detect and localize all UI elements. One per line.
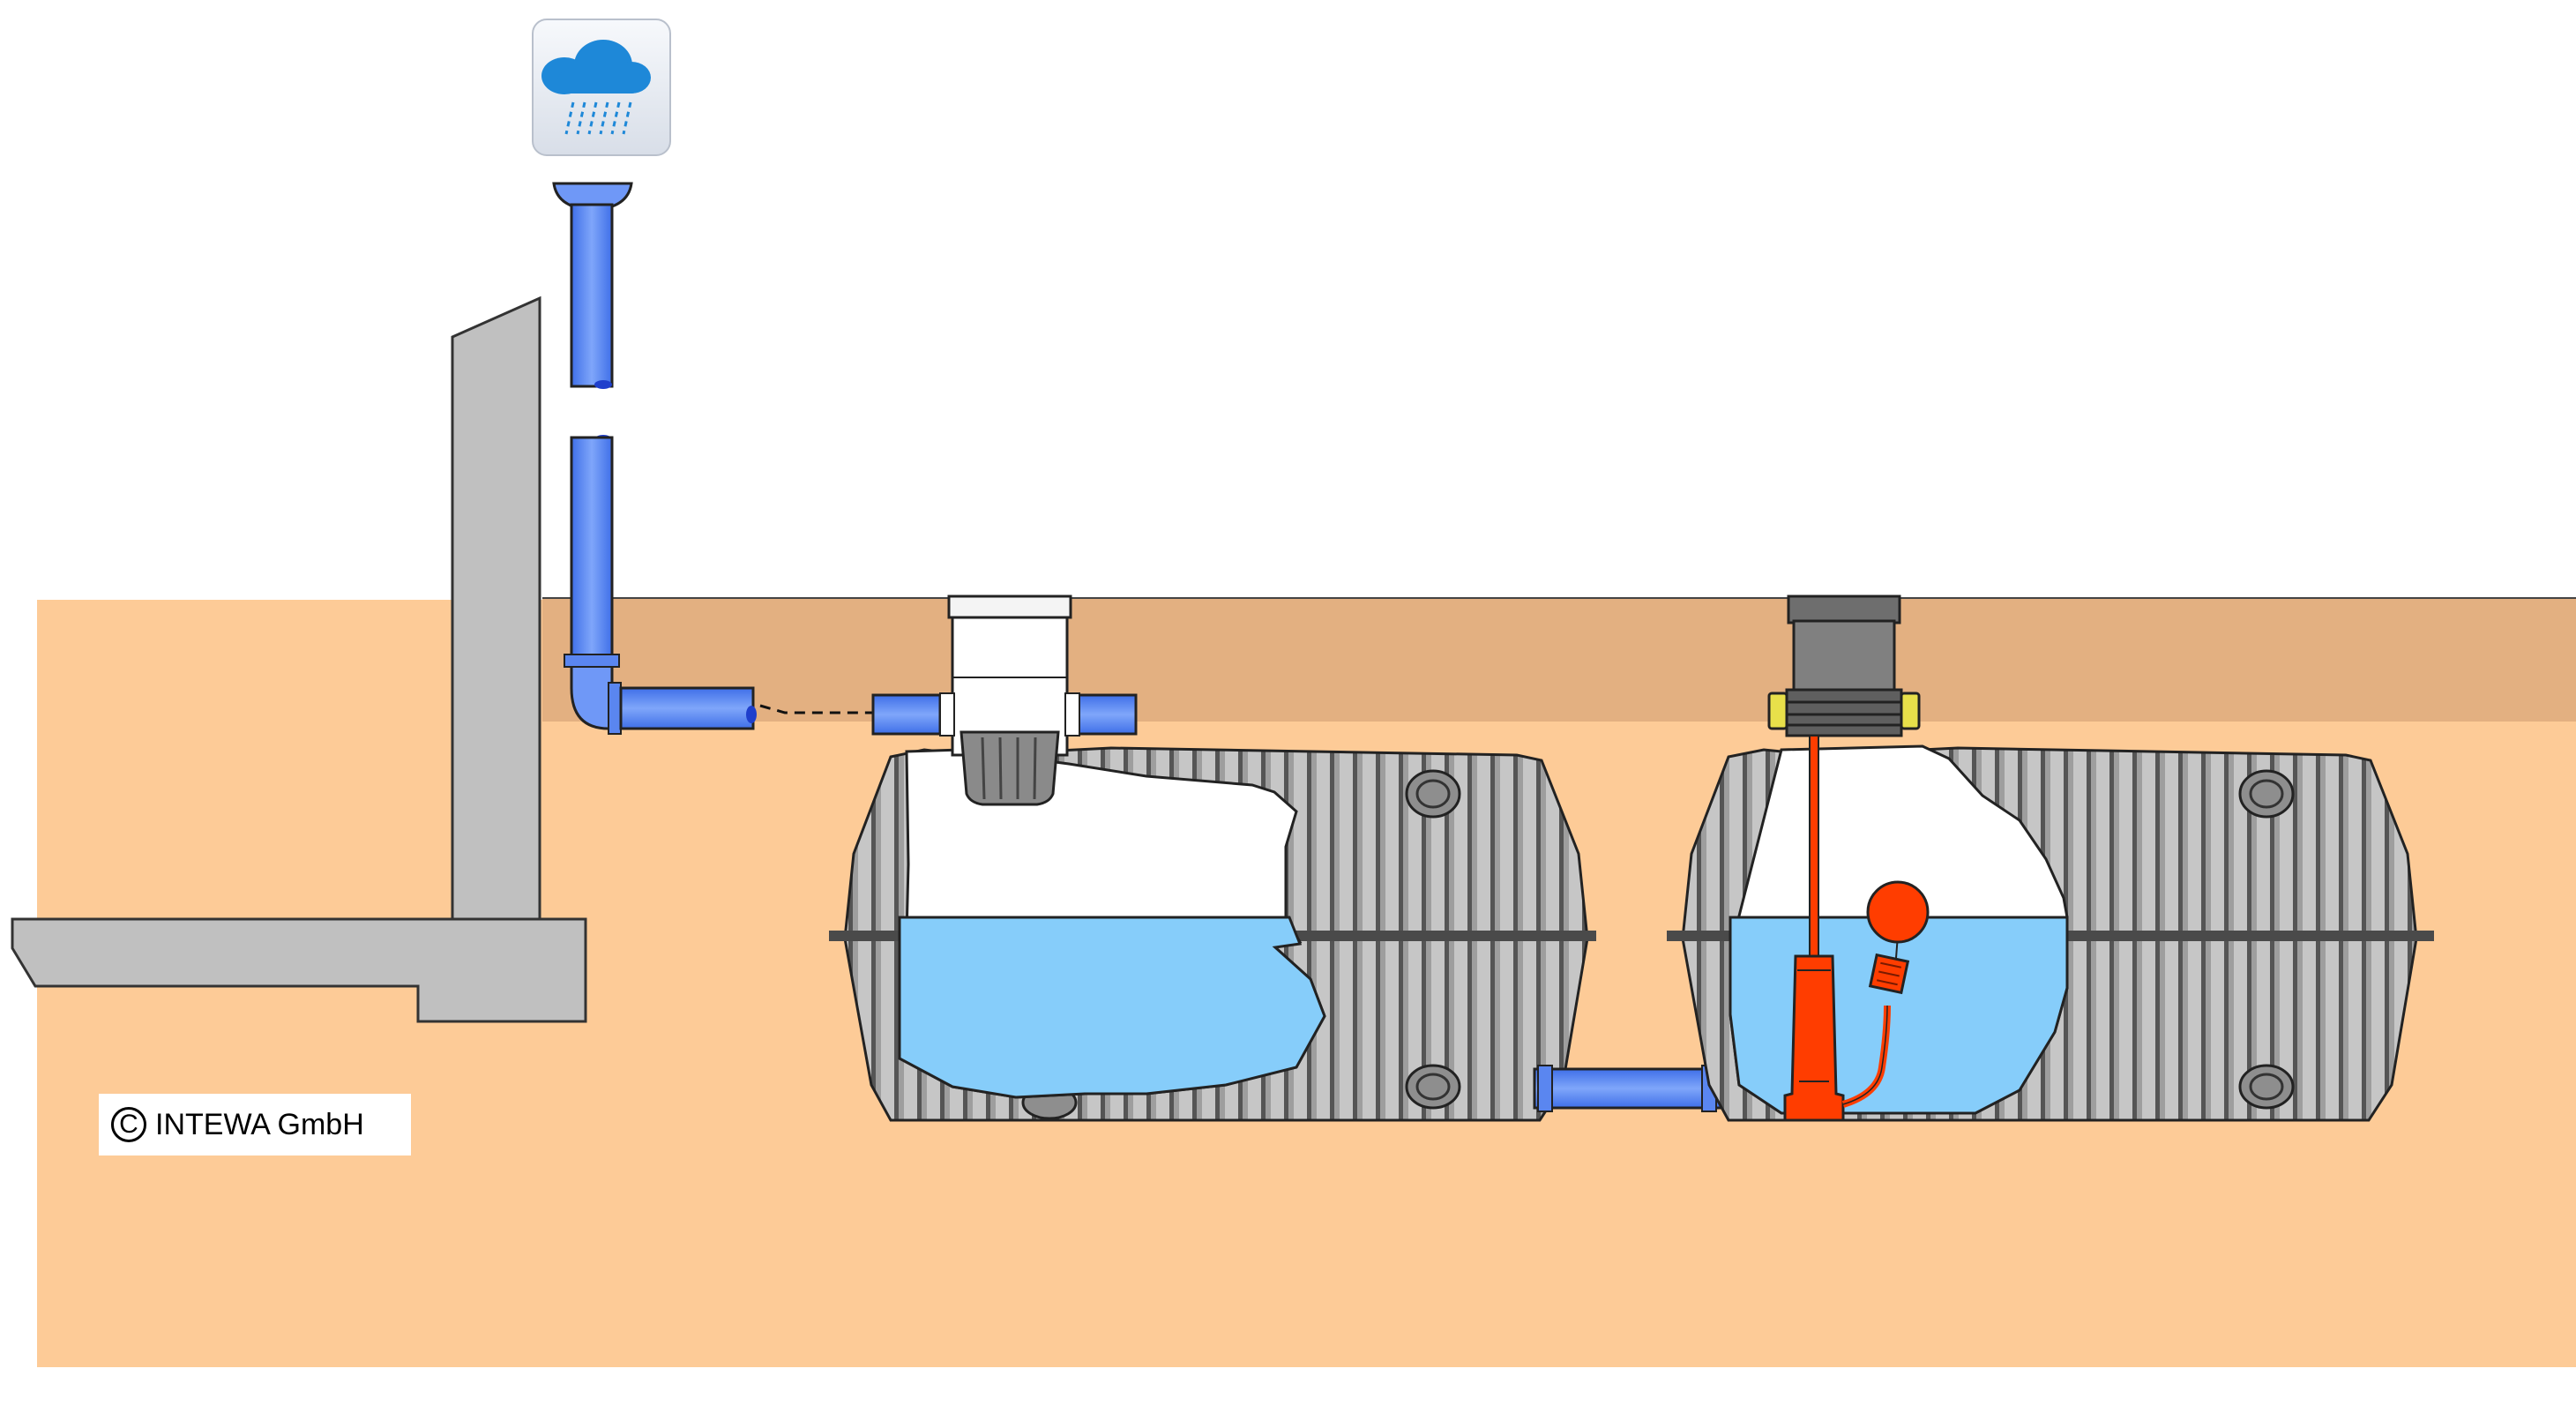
- downpipe: [552, 182, 873, 735]
- tank-1-water: [898, 916, 1326, 1099]
- pump-riser-pipe: [1809, 735, 1819, 957]
- copyright-text: INTEWA GmbH: [155, 1107, 364, 1141]
- float-cable-outline: [1842, 1005, 1888, 1105]
- shaft-clamp-left: [1767, 692, 1788, 730]
- pipe-dashed-connection: [759, 704, 873, 714]
- shaft-riser: [1792, 619, 1896, 692]
- shaft-cover: [1787, 595, 1901, 624]
- downpipe-upper: [570, 203, 614, 388]
- copyright-notice: C INTEWA GmbH: [99, 1094, 411, 1155]
- filter-inlet-pipe: [871, 693, 942, 736]
- pump-body: [1783, 954, 1845, 1122]
- submersible-pump: [1783, 735, 1930, 1122]
- foundation-slab: [11, 917, 587, 1023]
- storage-tank-1: [829, 746, 1596, 1122]
- rainwater-filter: [871, 595, 1138, 806]
- rain-cloud-icon: [532, 19, 671, 156]
- tank-2-water: [1729, 916, 2069, 1115]
- wall: [451, 295, 541, 924]
- tank-connection-pipe: [1533, 1067, 1723, 1110]
- copyright-symbol: C: [111, 1107, 146, 1142]
- float-switch: [1866, 880, 1930, 944]
- filter-basket: [959, 730, 1060, 806]
- shaft-clamp-right: [1900, 692, 1921, 730]
- horizontal-inlet-pipe: [619, 686, 755, 730]
- shaft-adapter: [1785, 688, 1903, 737]
- access-shaft: [1767, 595, 1921, 737]
- storage-tank-2: [1667, 744, 2434, 1122]
- building-wall: [11, 295, 587, 1023]
- downpipe-lower: [570, 436, 614, 660]
- topsoil-layer: [542, 598, 2576, 722]
